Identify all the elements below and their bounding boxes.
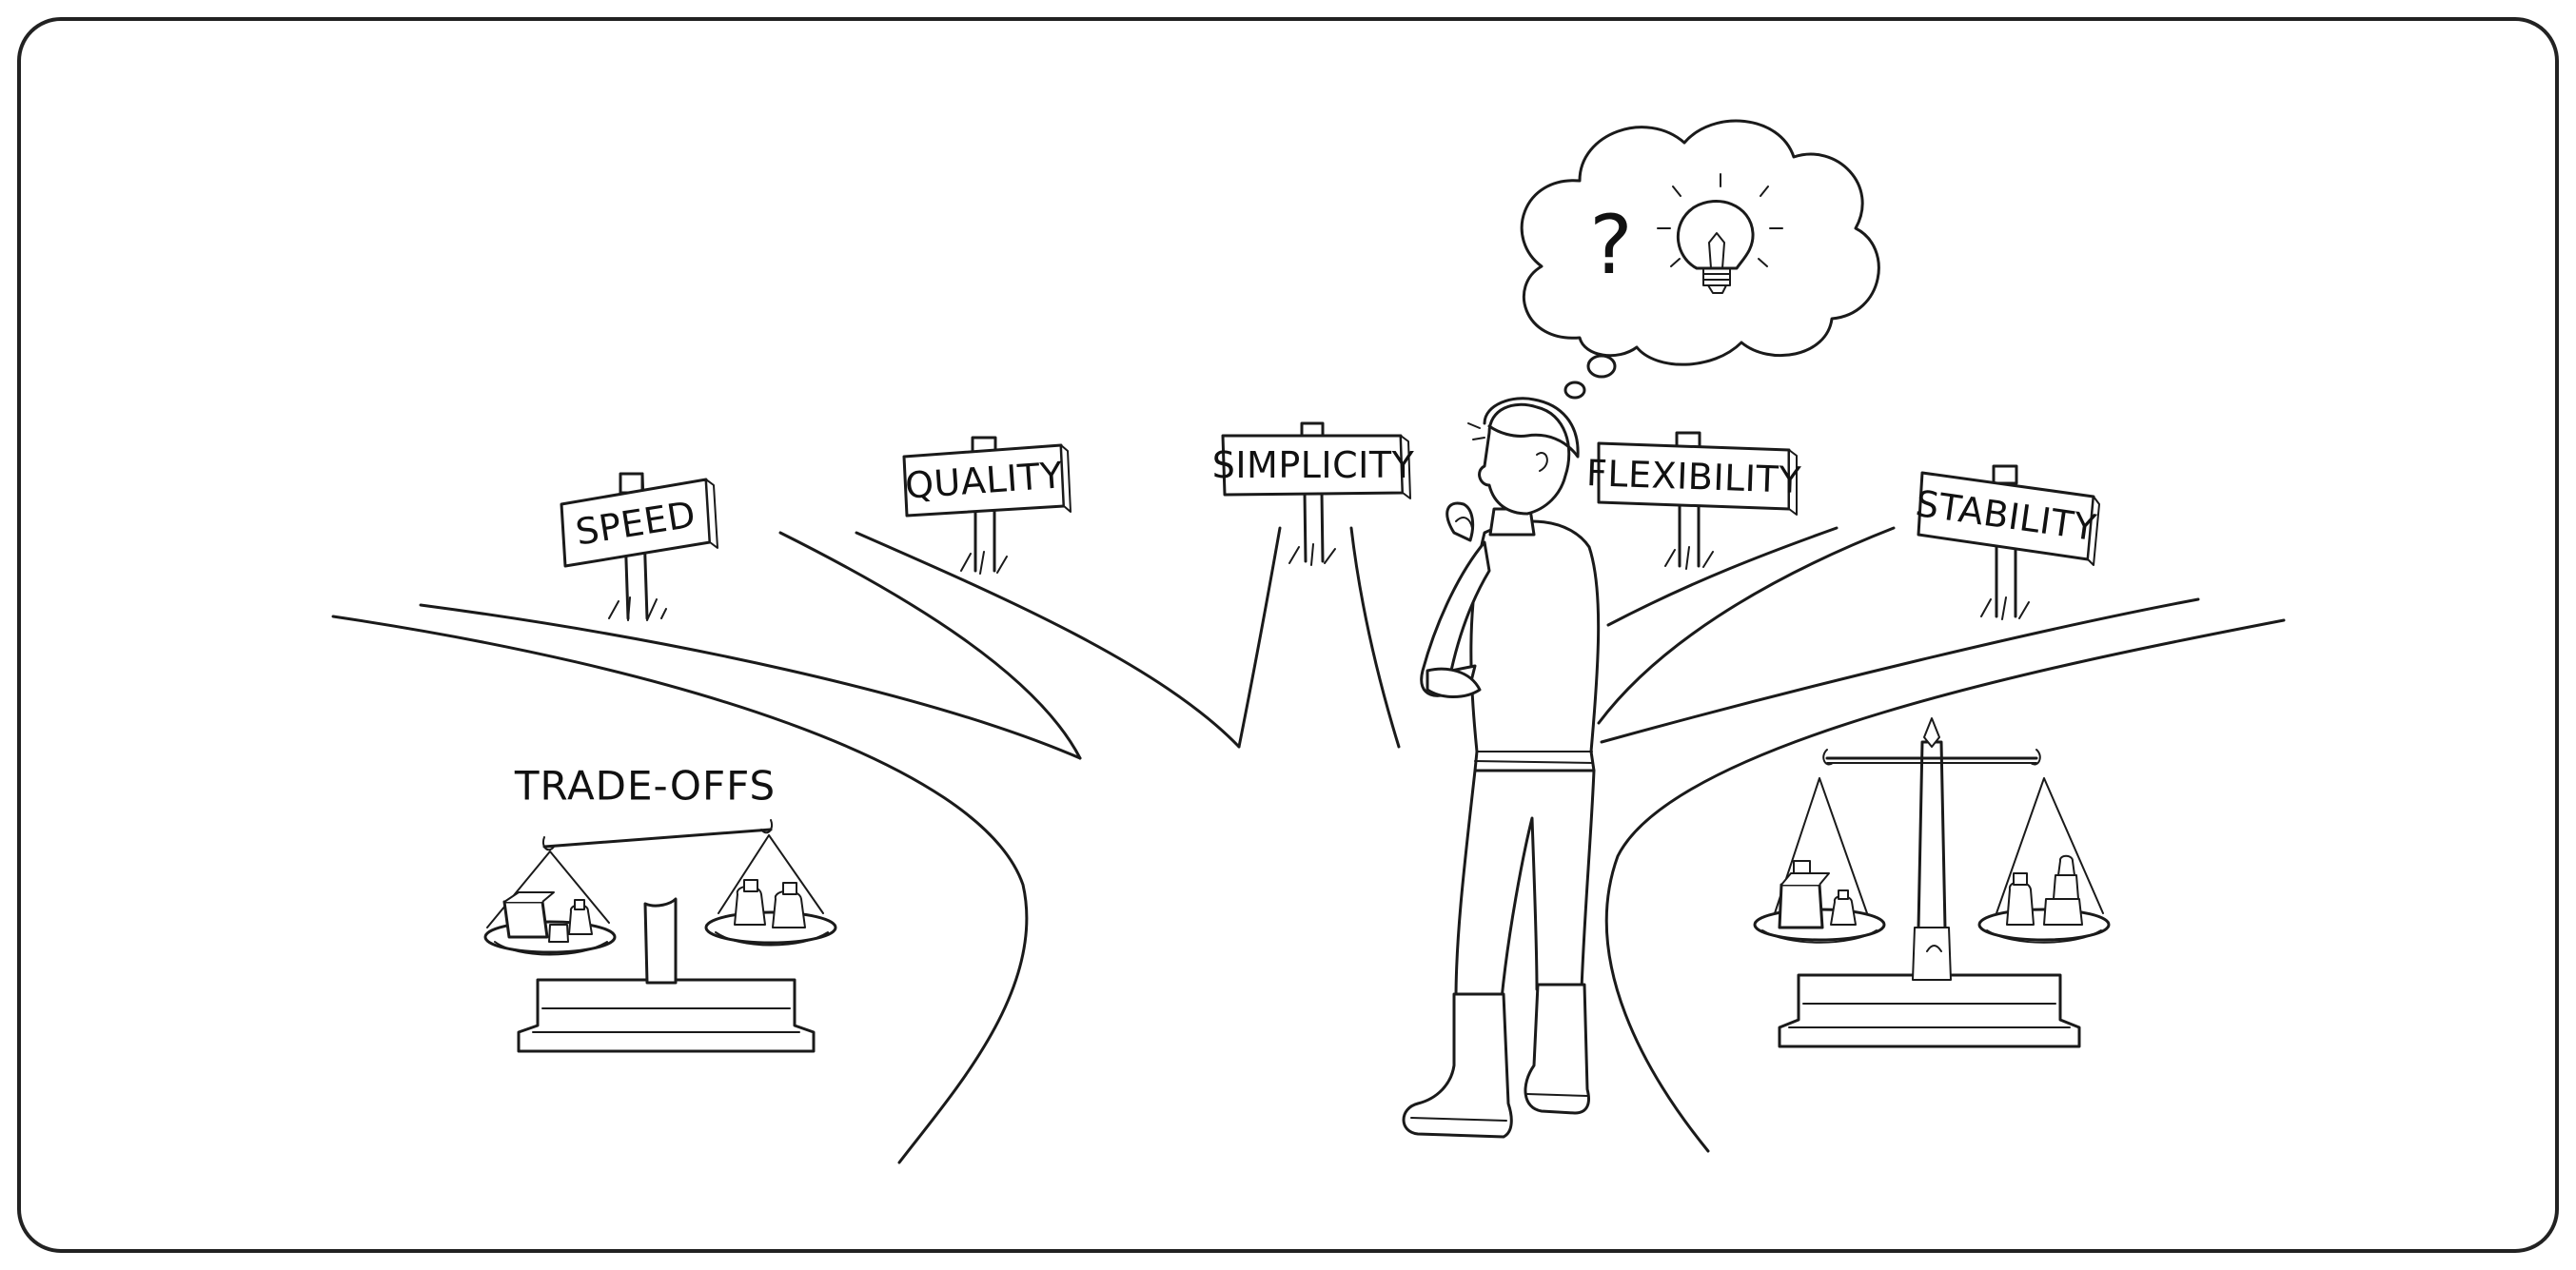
trade-offs-caption: TRADE-OFFS [514,763,776,810]
question-mark-icon: ? [1589,198,1633,293]
sign-label-simplicity: SIMPLICITY [1212,444,1415,486]
lightbulb-icon [1657,173,1783,294]
balance-scale-right [1753,717,2111,1048]
trade-offs-scale-left: TRADE-OFFS [483,763,837,1053]
signpost-speed: SPEED [560,472,718,621]
frame-border [17,17,2559,1253]
thought-bubble: ? [1520,119,1880,400]
signpost-flexibility: FLEXIBILITY [1585,431,1802,570]
thinking-person [1402,397,1601,1139]
roads [331,526,2286,1164]
signpost-simplicity: SIMPLICITY [1212,421,1415,566]
signpost-quality: QUALITY [902,436,1072,575]
sign-label-flexibility: FLEXIBILITY [1585,452,1802,501]
signpost-stability: STABILITY [1913,464,2100,620]
